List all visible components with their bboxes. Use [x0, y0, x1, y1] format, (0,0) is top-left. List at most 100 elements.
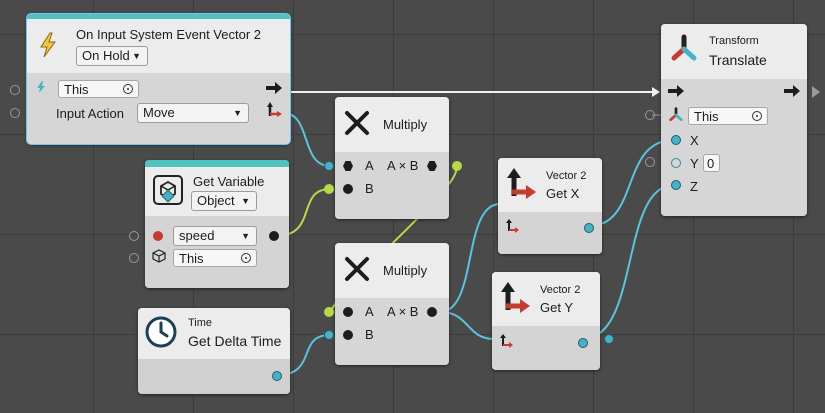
vector2-axes-icon [501, 282, 530, 313]
translate-y-input-port[interactable] [645, 157, 655, 167]
x-input-port[interactable] [671, 135, 681, 145]
multiply-node-top[interactable]: Multiply A A × B B [335, 97, 449, 219]
node-header: Vector 2 Get Y [492, 272, 600, 326]
get-variable-node[interactable]: Get Variable Object ▼ speed ▼ This [145, 160, 289, 288]
chevron-down-icon: ▼ [132, 51, 141, 61]
flow-output-arrow-icon[interactable] [784, 85, 800, 97]
multiply-bottom-b-wire-port[interactable] [324, 330, 334, 340]
flow-input-arrow-icon[interactable] [668, 85, 684, 97]
variable-value-output-port[interactable] [269, 231, 279, 241]
variable-box-icon [153, 175, 183, 205]
wire-input-to-multiply-a [282, 112, 331, 167]
on-input-system-event-node[interactable]: On Input System Event Vector 2 On Hold ▼… [26, 13, 291, 145]
variable-name-input-port[interactable] [129, 231, 139, 241]
node-body: speed ▼ This [145, 216, 289, 288]
node-header: Time Get Delta Time [138, 308, 290, 359]
node-title: Get Y [540, 300, 574, 315]
multiply-node-bottom[interactable]: Multiply A A × B B [335, 243, 449, 365]
target-field[interactable]: This [58, 80, 139, 98]
wire-multiply-to-getx [439, 203, 501, 313]
node-subtitle: Vector 2 [540, 284, 581, 296]
port-a-dot[interactable] [343, 307, 353, 317]
get-y-output-wire-port[interactable] [604, 334, 614, 344]
translate-target-input-port[interactable] [645, 110, 655, 120]
output-port-dot[interactable] [427, 307, 437, 317]
y-label: Y [690, 156, 699, 171]
transform-small-icon [669, 107, 683, 122]
node-body: This Input Action Move ▼ [27, 73, 290, 144]
flow-output-arrow-icon[interactable] [266, 82, 282, 94]
node-title: Get X [546, 186, 580, 201]
input-action-input-port[interactable] [10, 108, 20, 118]
output-port-hex[interactable] [427, 161, 437, 171]
get-delta-time-node[interactable]: Time Get Delta Time [138, 308, 290, 394]
port-b-dot[interactable] [343, 330, 353, 340]
variable-object-input-port[interactable] [129, 253, 139, 263]
node-subtitle: Vector 2 [546, 170, 587, 182]
node-header: Get Variable Object ▼ [145, 167, 289, 216]
vector2-axes-icon [507, 168, 536, 199]
transform-translate-node[interactable]: Transform Translate This X Y 0 Z [661, 24, 807, 216]
input-action-dropdown[interactable]: Move ▼ [137, 103, 249, 123]
transform-gizmo-icon [671, 34, 697, 61]
multiply-x-icon [345, 111, 369, 135]
object-picker-icon[interactable] [123, 84, 133, 94]
node-title: Multiply [383, 117, 428, 132]
target-input-port[interactable] [10, 85, 20, 95]
object-picker-icon[interactable] [241, 253, 251, 263]
variable-object-value: This [179, 251, 204, 266]
y-value-field[interactable]: 0 [703, 154, 720, 172]
multiply-x-icon [345, 257, 369, 281]
vector2-get-x-node[interactable]: Vector 2 Get X [498, 158, 602, 254]
mode-value: On Hold [82, 48, 130, 63]
node-header-strip [27, 14, 290, 19]
chevron-down-icon: ▼ [241, 231, 250, 241]
variable-kind-dropdown[interactable]: Object ▼ [191, 191, 257, 211]
node-body [492, 326, 600, 370]
variable-object-field[interactable]: This [173, 249, 257, 267]
target-value: This [64, 82, 89, 97]
node-body [138, 359, 290, 394]
variable-name-dropdown[interactable]: speed ▼ [173, 226, 257, 246]
translate-flow-output-port[interactable] [812, 86, 820, 98]
vector2-input-icon[interactable] [500, 334, 514, 348]
clock-icon [145, 316, 177, 348]
z-label: Z [690, 179, 698, 194]
input-action-label: Input Action [56, 106, 124, 121]
translate-target-field[interactable]: This [688, 107, 768, 125]
port-b-label: B [365, 181, 374, 196]
node-body: A A × B B [335, 152, 449, 219]
y-output-port[interactable] [578, 338, 588, 348]
x-label: X [690, 133, 699, 148]
z-input-port[interactable] [671, 180, 681, 190]
x-output-port[interactable] [584, 223, 594, 233]
variable-kind-value: Object [197, 193, 235, 208]
multiply-top-output-wire-port[interactable] [452, 161, 462, 171]
multiply-top-a-wire-port[interactable] [324, 161, 334, 171]
vector2-get-y-node[interactable]: Vector 2 Get Y [492, 272, 600, 370]
input-action-value: Move [143, 105, 175, 120]
multiply-top-b-wire-port[interactable] [324, 184, 334, 194]
node-header: Multiply [335, 97, 449, 152]
lightning-icon [40, 32, 56, 58]
chevron-down-icon: ▼ [233, 108, 242, 118]
mode-dropdown[interactable]: On Hold ▼ [76, 46, 148, 66]
y-value: 0 [707, 156, 715, 171]
multiply-bottom-a-wire-port[interactable] [324, 307, 334, 317]
variable-name-port[interactable] [153, 231, 163, 241]
node-header-strip [145, 160, 289, 167]
node-header: Multiply [335, 243, 449, 298]
delta-time-output-port[interactable] [272, 371, 282, 381]
y-input-port[interactable] [671, 158, 681, 168]
output-label: A × B [387, 304, 419, 319]
port-a-hex[interactable] [343, 161, 353, 171]
port-b-dot[interactable] [343, 184, 353, 194]
vector2-output-icon[interactable] [266, 102, 282, 118]
node-subtitle: Transform [709, 35, 759, 47]
vector2-input-icon[interactable] [506, 219, 520, 233]
chevron-down-icon: ▼ [241, 196, 250, 206]
node-body [498, 212, 602, 254]
object-picker-icon[interactable] [752, 111, 762, 121]
variable-name-value: speed [179, 228, 215, 243]
node-title: Multiply [383, 263, 428, 278]
